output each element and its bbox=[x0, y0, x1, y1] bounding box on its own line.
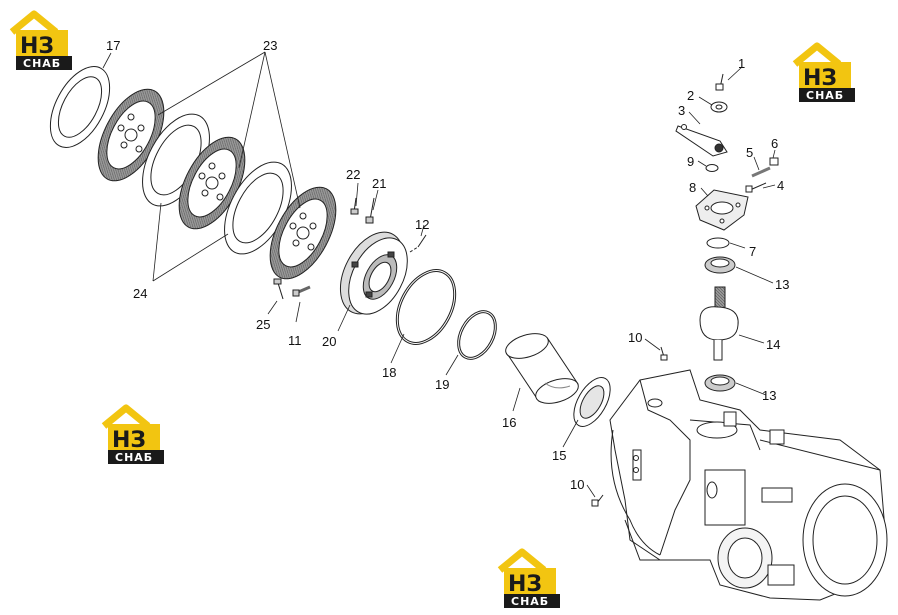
part-8-king-pin-cap bbox=[695, 189, 749, 231]
part-4-screw bbox=[745, 182, 767, 193]
part-12-pin bbox=[409, 234, 427, 253]
part-10-bolt-lower bbox=[591, 494, 604, 507]
callout-9: 9 bbox=[687, 154, 694, 169]
callout-19: 19 bbox=[435, 377, 449, 392]
part-21-screw bbox=[365, 197, 375, 224]
part-5-spring bbox=[751, 166, 771, 178]
part-23-friction-disc-2 bbox=[178, 136, 246, 230]
callout-13-lower: 13 bbox=[762, 388, 776, 403]
logo-main-text: НЗ bbox=[508, 572, 542, 597]
leader-lines bbox=[102, 51, 776, 498]
callout-10-lower: 10 bbox=[570, 477, 584, 492]
callout-7: 7 bbox=[749, 244, 756, 259]
callout-24: 24 bbox=[133, 286, 147, 301]
logo-main-text: НЗ bbox=[20, 34, 54, 59]
logo-sub-text: СНАБ bbox=[511, 595, 549, 608]
part-13-bearing-upper bbox=[704, 256, 736, 274]
logo-sub-text: СНАБ bbox=[115, 451, 153, 464]
watermark-logo-top-left: НЗ СНАБ bbox=[12, 14, 72, 70]
part-14-king-pin bbox=[699, 286, 739, 361]
part-23-friction-disc-3 bbox=[269, 186, 337, 280]
callout-10-upper: 10 bbox=[628, 330, 642, 345]
callout-6: 6 bbox=[771, 136, 778, 151]
logo-main-text: НЗ bbox=[112, 428, 146, 453]
part-13-bearing-lower bbox=[704, 374, 736, 392]
part-25-bolt bbox=[273, 278, 284, 300]
part-17-washer bbox=[49, 66, 111, 148]
part-23-friction-disc-1 bbox=[97, 88, 165, 182]
part-20-brake-piston bbox=[339, 231, 408, 315]
part-10-bolt-upper bbox=[660, 346, 668, 361]
part-2-washer bbox=[710, 101, 728, 113]
callout-21: 21 bbox=[372, 176, 386, 191]
callout-17: 17 bbox=[106, 38, 120, 53]
callout-18: 18 bbox=[382, 365, 396, 380]
callout-3: 3 bbox=[678, 103, 685, 118]
part-15-seal bbox=[573, 377, 611, 427]
part-22-bolt bbox=[350, 197, 359, 215]
callout-11: 11 bbox=[288, 333, 302, 348]
logo-main-text: НЗ bbox=[803, 66, 837, 91]
part-7-o-ring bbox=[706, 237, 730, 249]
part-11-spring bbox=[292, 285, 311, 297]
callout-12: 12 bbox=[415, 217, 429, 232]
watermark-logo-bottom: НЗ СНАБ bbox=[500, 552, 560, 608]
part-19-o-ring bbox=[457, 310, 497, 360]
callout-16: 16 bbox=[502, 415, 516, 430]
part-9-o-ring bbox=[705, 164, 719, 172]
callout-8: 8 bbox=[689, 180, 696, 195]
callout-2: 2 bbox=[687, 88, 694, 103]
callout-25: 25 bbox=[256, 317, 270, 332]
callout-23: 23 bbox=[263, 38, 277, 53]
callout-20: 20 bbox=[322, 334, 336, 349]
logo-sub-text: СНАБ bbox=[23, 57, 61, 70]
callout-14: 14 bbox=[766, 337, 780, 352]
watermark-logo-top-right: НЗ СНАБ bbox=[795, 46, 855, 102]
callout-13-upper: 13 bbox=[775, 277, 789, 292]
callout-22: 22 bbox=[346, 167, 360, 182]
part-18-o-ring bbox=[395, 269, 457, 345]
part-6-nut bbox=[769, 157, 779, 166]
callout-5: 5 bbox=[746, 145, 753, 160]
axle-housing bbox=[609, 369, 888, 601]
part-1-bolt bbox=[715, 73, 724, 91]
callout-15: 15 bbox=[552, 448, 566, 463]
callout-labels: 17 23 24 22 21 12 25 11 20 18 19 16 15 1… bbox=[106, 38, 789, 492]
part-16-sleeve bbox=[505, 333, 579, 404]
callout-4: 4 bbox=[777, 178, 784, 193]
callout-1: 1 bbox=[738, 56, 745, 71]
part-3-arm bbox=[675, 124, 728, 157]
logo-sub-text: СНАБ bbox=[806, 89, 844, 102]
watermark-logo-left: НЗ СНАБ bbox=[104, 408, 164, 464]
